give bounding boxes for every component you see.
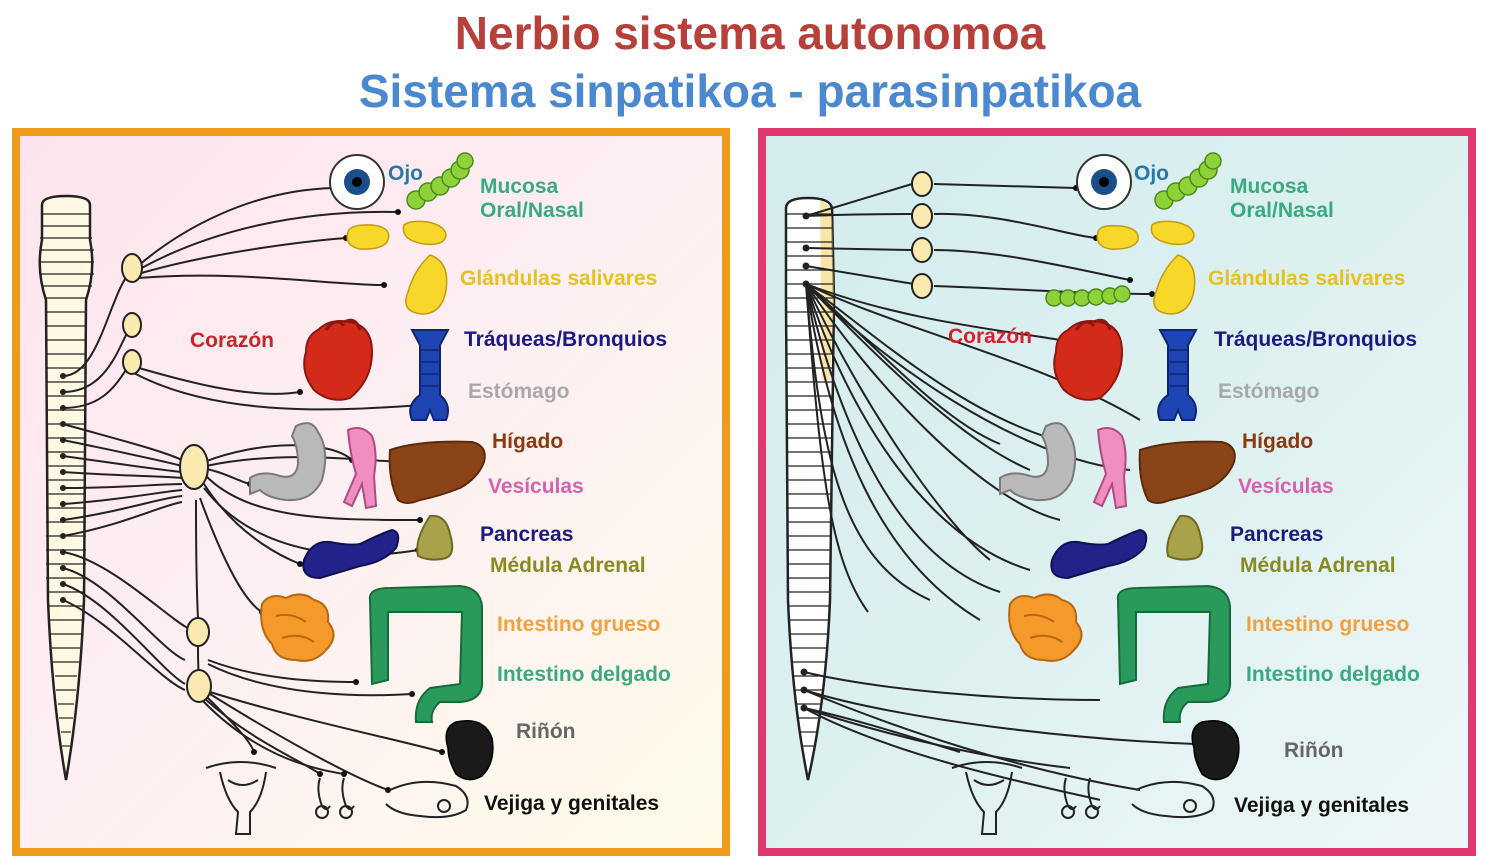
label-gallbladder: Vesículas (488, 475, 584, 498)
label-salivary: Glándulas salivares (1208, 267, 1405, 290)
stomach-icon (249, 422, 327, 502)
heart-icon (1053, 318, 1124, 401)
label-mucosa-2: Oral/Nasal (480, 199, 584, 222)
testes-icon (315, 777, 355, 819)
eye-icon (329, 154, 385, 210)
label-pancreas: Pancreas (1230, 523, 1323, 546)
label-mucosa-1: Mucosa (1230, 175, 1309, 198)
eye-icon (1076, 154, 1132, 210)
large-intestine-icon (1116, 584, 1232, 723)
gallbladder-icon (342, 427, 378, 510)
label-mucosa-2: Oral/Nasal (1230, 199, 1334, 222)
liver-icon (1138, 440, 1236, 504)
diagram-subtitle: Sistema sinpatikoa - parasinpatikoa (358, 65, 1142, 117)
uterus-icon (205, 761, 277, 835)
label-trachea: Tráqueas/Bronquios (1214, 328, 1417, 351)
adrenal-icon (416, 514, 454, 561)
sympathetic-panel: Ojo Mucosa Oral/Nasal Glándulas salivare… (12, 128, 730, 856)
label-heart: Corazón (190, 329, 274, 352)
diagram-title: Nerbio sistema autonomoa (454, 7, 1046, 59)
label-pancreas: Pancreas (480, 523, 573, 546)
salivary-gland-icon (346, 220, 448, 315)
gallbladder-icon (1092, 427, 1128, 510)
liver-icon (388, 440, 486, 504)
label-stomach: Estómago (1218, 380, 1320, 403)
label-adrenal: Médula Adrenal (1240, 554, 1396, 577)
mucosa-icon (406, 152, 474, 210)
label-eye: Ojo (1134, 162, 1169, 185)
label-small-intestine: Intestino delgado (1246, 663, 1420, 686)
trachea-icon (409, 329, 450, 421)
heart-icon (303, 318, 374, 401)
sympathetic-diagram: Ojo Mucosa Oral/Nasal Glándulas salivare… (38, 152, 671, 835)
ganglion-icon (911, 171, 933, 299)
parasympathetic-panel: Ojo Mucosa Oral/Nasal Glándulas salivare… (758, 128, 1476, 856)
mucosa-icon (1154, 152, 1222, 210)
label-heart: Corazón (948, 325, 1032, 348)
trachea-icon (1157, 329, 1198, 421)
mucosa-icon (1045, 285, 1131, 307)
pancreas-icon (302, 528, 400, 580)
ganglion-icon (121, 253, 212, 703)
kidney-icon (445, 720, 494, 781)
label-kidney: Riñón (1284, 739, 1343, 762)
bladder-icon (1131, 780, 1215, 819)
small-intestine-icon (1008, 593, 1083, 662)
small-intestine-icon (260, 593, 335, 662)
label-small-intestine: Intestino delgado (497, 663, 671, 686)
label-bladder: Vejiga y genitales (1234, 794, 1409, 817)
parasympathetic-diagram: Ojo Mucosa Oral/Nasal Glándulas salivare… (784, 152, 1420, 835)
label-salivary: Glándulas salivares (460, 267, 657, 290)
large-intestine-icon (368, 584, 484, 723)
label-liver: Hígado (1242, 430, 1313, 453)
label-large-intestine: Intestino grueso (497, 613, 660, 636)
stomach-icon (999, 422, 1077, 502)
label-gallbladder: Vesículas (1238, 475, 1334, 498)
label-adrenal: Médula Adrenal (490, 554, 646, 577)
label-kidney: Riñón (516, 720, 575, 743)
label-bladder: Vejiga y genitales (484, 792, 659, 815)
salivary-gland-icon (1096, 220, 1196, 315)
adrenal-icon (1166, 514, 1204, 561)
label-mucosa-1: Mucosa (480, 175, 559, 198)
bladder-icon (385, 780, 469, 819)
label-trachea: Tráqueas/Bronquios (464, 328, 667, 351)
label-large-intestine: Intestino grueso (1246, 613, 1409, 636)
label-eye: Ojo (388, 162, 423, 185)
uterus-icon (951, 761, 1023, 835)
kidney-icon (1191, 720, 1240, 781)
testes-icon (1061, 777, 1101, 819)
label-stomach: Estómago (468, 380, 570, 403)
pancreas-icon (1050, 528, 1148, 580)
label-liver: Hígado (492, 430, 563, 453)
